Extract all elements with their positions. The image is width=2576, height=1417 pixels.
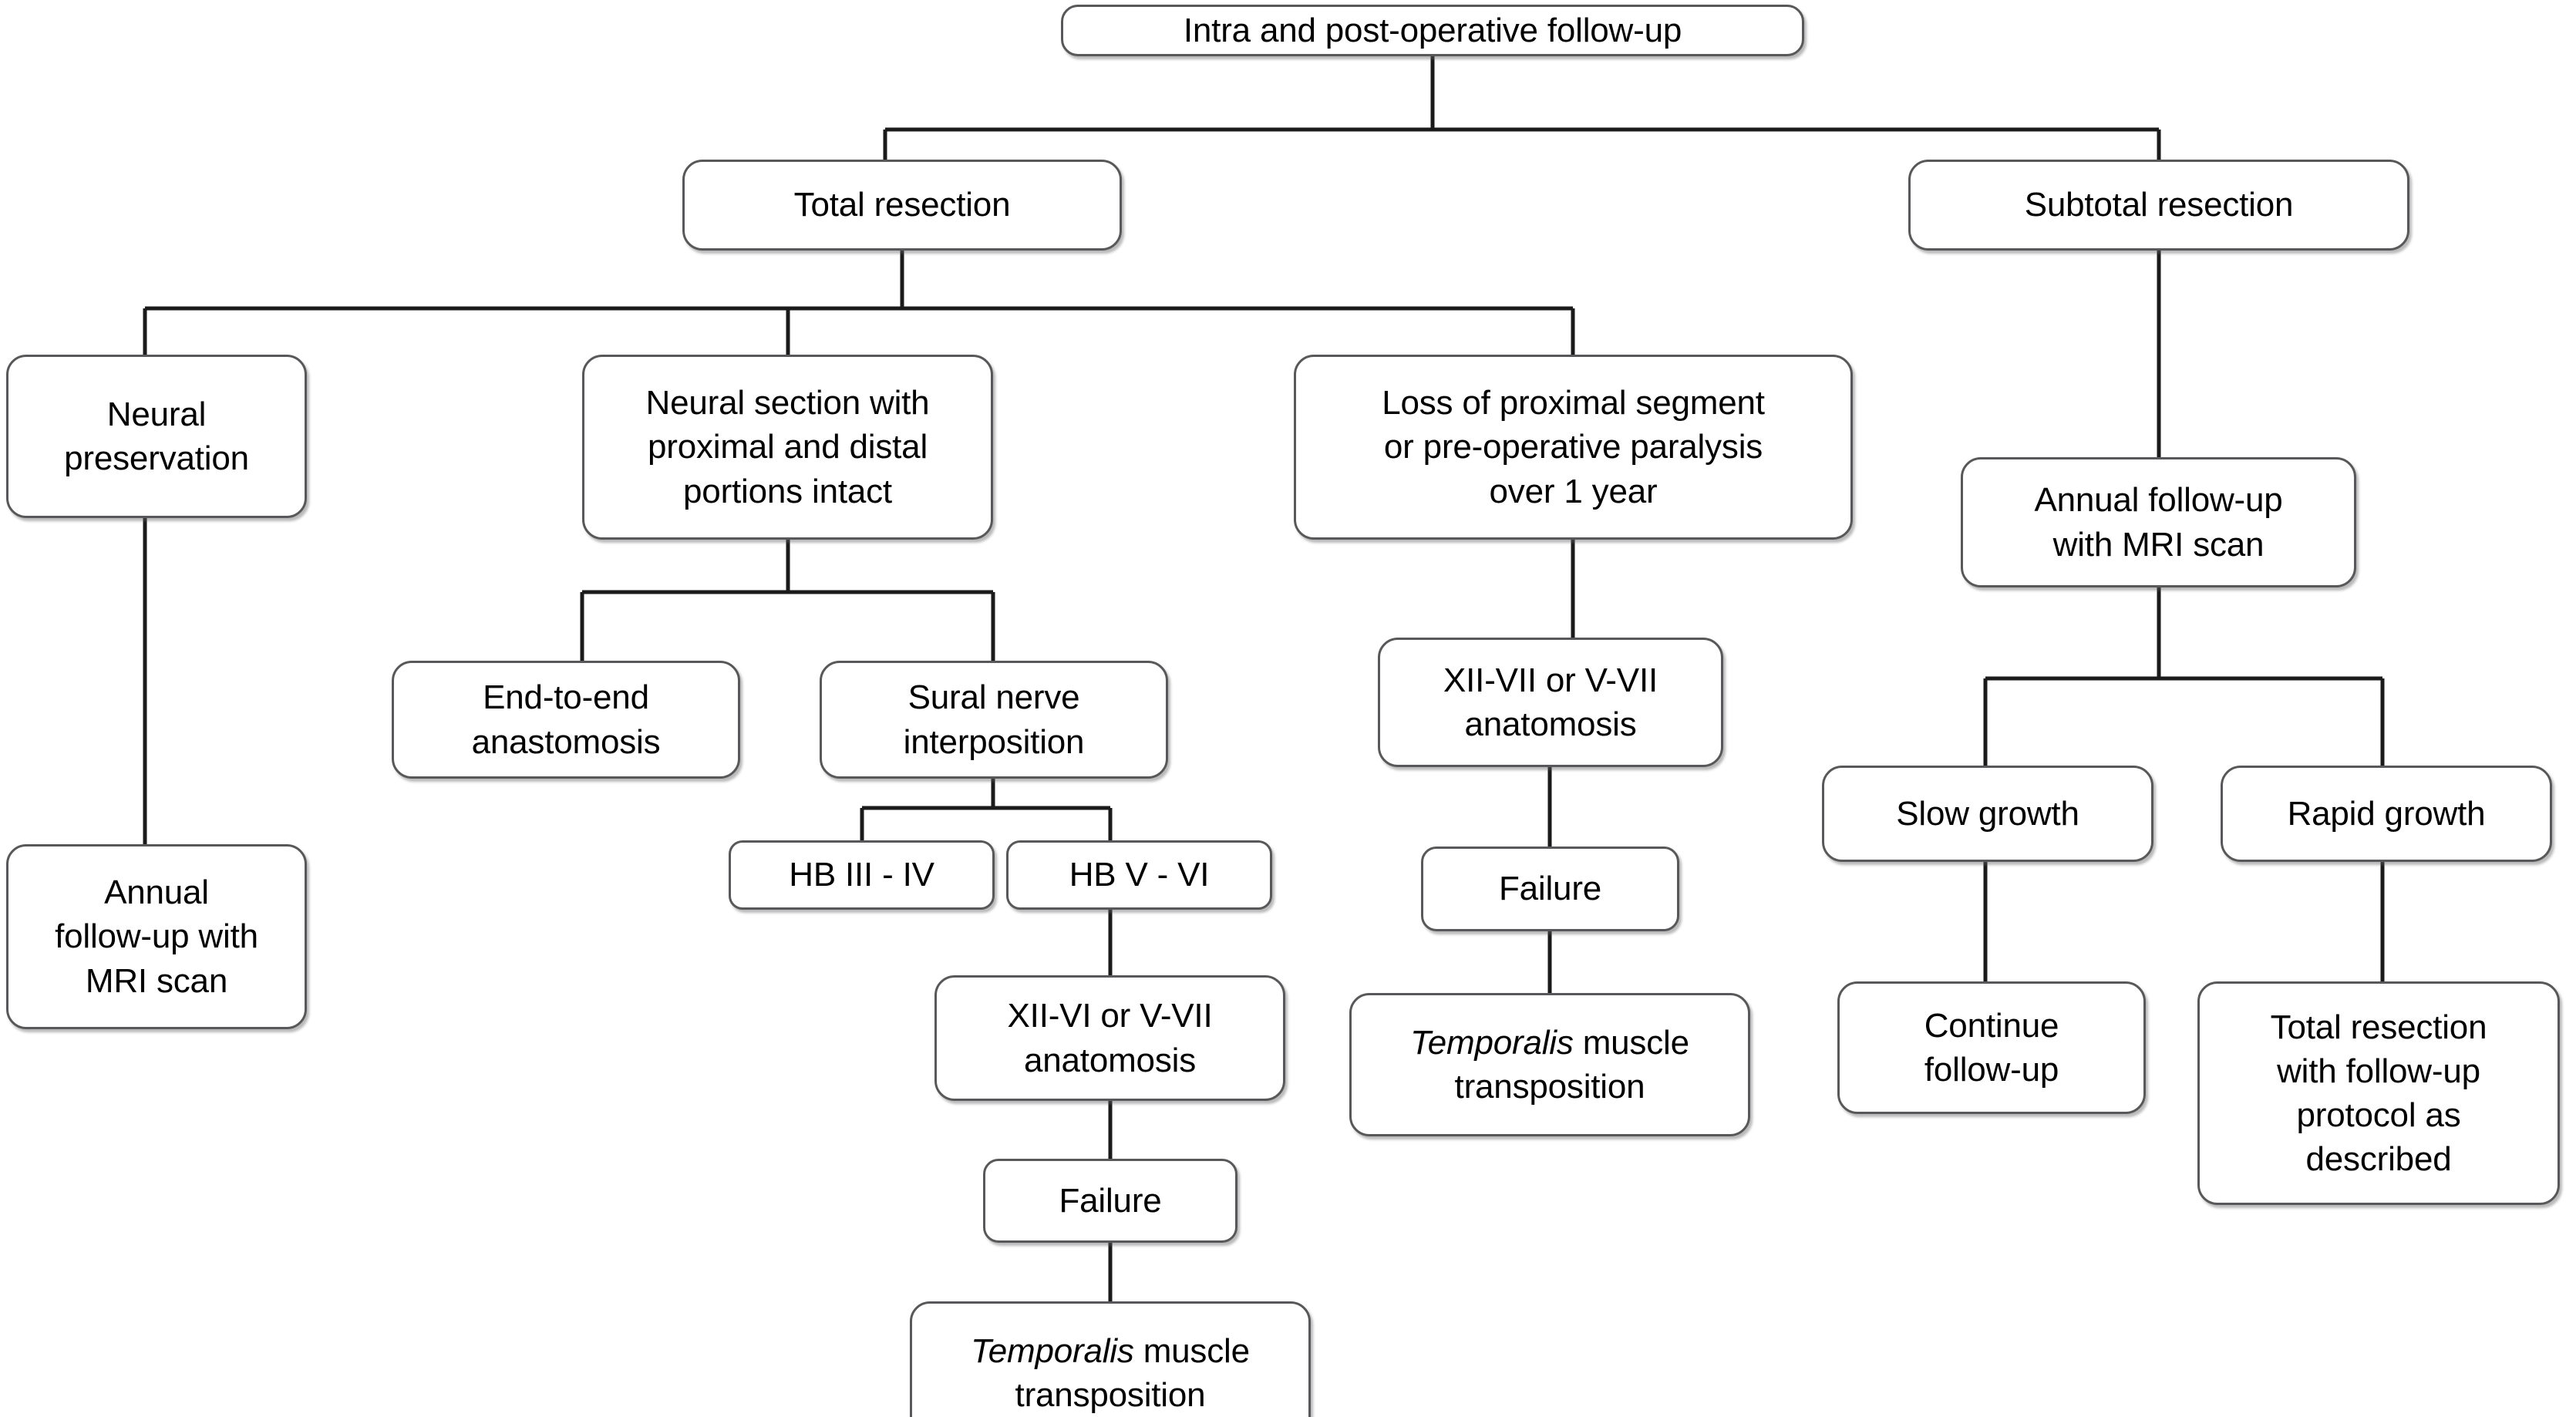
node-total-resection-protocol-text: Total resection with follow-up protocol … xyxy=(2270,1008,2487,1179)
node-total-resection-protocol[interactable]: Total resection with follow-up protocol … xyxy=(2197,981,2560,1205)
node-failure-center[interactable]: Failure xyxy=(983,1159,1237,1243)
node-slow-growth-label: Slow growth xyxy=(1896,794,2079,833)
node-total-resection[interactable]: Total resection xyxy=(682,160,1122,251)
node-subtotal-resection-label: Subtotal resection xyxy=(2024,186,2294,224)
node-hb-iii-iv[interactable]: HB III - IV xyxy=(729,840,995,910)
node-loss-proximal-segment[interactable]: Loss of proximal segment or pre-operativ… xyxy=(1294,355,1853,540)
node-continue-followup-text: Continue follow-up xyxy=(1924,1006,2059,1089)
node-root[interactable]: Intra and post-operative follow-up xyxy=(1061,5,1804,56)
node-xii-vii-or-v-vii-anatomosis-text: XII-VII or V-VII anatomosis xyxy=(1443,661,1658,743)
node-hb-v-vi-label: HB V - VI xyxy=(1069,856,1210,894)
node-neural-section-text: Neural section with proximal and distal … xyxy=(645,384,930,510)
node-subtotal-resection[interactable]: Subtotal resection xyxy=(1908,160,2409,251)
node-annual-followup-mri-left[interactable]: Annual follow-up with MRI scan xyxy=(6,844,307,1029)
node-annual-followup-mri-right[interactable]: Annual follow-up with MRI scan xyxy=(1961,457,2356,587)
node-end-to-end-anastomosis-text: End-to-end anastomosis xyxy=(471,678,661,761)
node-neural-section[interactable]: Neural section with proximal and distal … xyxy=(582,355,993,540)
node-rapid-growth[interactable]: Rapid growth xyxy=(2221,766,2552,862)
node-failure-right-label: Failure xyxy=(1498,870,1602,908)
temporalis-rest-right: muscle xyxy=(1573,1023,1689,1062)
node-rapid-growth-label: Rapid growth xyxy=(2287,794,2486,833)
node-root-label: Intra and post-operative follow-up xyxy=(1183,11,1682,49)
node-continue-followup[interactable]: Continue follow-up xyxy=(1837,981,2146,1114)
node-annual-followup-mri-left-text: Annual follow-up with MRI scan xyxy=(55,873,258,1000)
node-sural-nerve-interposition-text: Sural nerve interposition xyxy=(903,678,1085,761)
node-temporalis-transposition-right[interactable]: Temporalis muscle transposition xyxy=(1349,993,1750,1136)
node-temporalis-transposition-center[interactable]: Temporalis muscle transposition xyxy=(910,1301,1311,1417)
node-neural-preservation[interactable]: Neural preservation xyxy=(6,355,307,518)
node-end-to-end-anastomosis[interactable]: End-to-end anastomosis xyxy=(392,661,740,779)
temporalis-rest-center: muscle xyxy=(1133,1331,1250,1370)
temporalis-italic-right: Temporalis xyxy=(1410,1023,1574,1062)
node-neural-preservation-text: Neural preservation xyxy=(64,395,249,477)
node-temporalis-transposition-right-text: Temporalis muscle transposition xyxy=(1410,1023,1689,1106)
node-hb-v-vi[interactable]: HB V - VI xyxy=(1006,840,1272,910)
node-annual-followup-mri-right-text: Annual follow-up with MRI scan xyxy=(2034,481,2283,564)
node-failure-right[interactable]: Failure xyxy=(1421,846,1679,931)
node-xii-vi-or-v-vii-anatomosis-text: XII-VI or V-VII anatomosis xyxy=(1007,997,1213,1079)
node-total-resection-label: Total resection xyxy=(793,186,1011,224)
node-xii-vi-or-v-vii-anatomosis[interactable]: XII-VI or V-VII anatomosis xyxy=(934,975,1285,1101)
node-slow-growth[interactable]: Slow growth xyxy=(1822,766,2153,862)
node-temporalis-transposition-center-text: Temporalis muscle transposition xyxy=(971,1331,1250,1414)
node-sural-nerve-interposition[interactable]: Sural nerve interposition xyxy=(820,661,1168,779)
temporalis-italic-center: Temporalis xyxy=(971,1331,1134,1370)
node-xii-vii-or-v-vii-anatomosis[interactable]: XII-VII or V-VII anatomosis xyxy=(1378,638,1723,767)
node-loss-proximal-segment-text: Loss of proximal segment or pre-operativ… xyxy=(1382,384,1765,510)
node-failure-center-label: Failure xyxy=(1059,1181,1162,1220)
node-hb-iii-iv-label: HB III - IV xyxy=(789,856,934,894)
